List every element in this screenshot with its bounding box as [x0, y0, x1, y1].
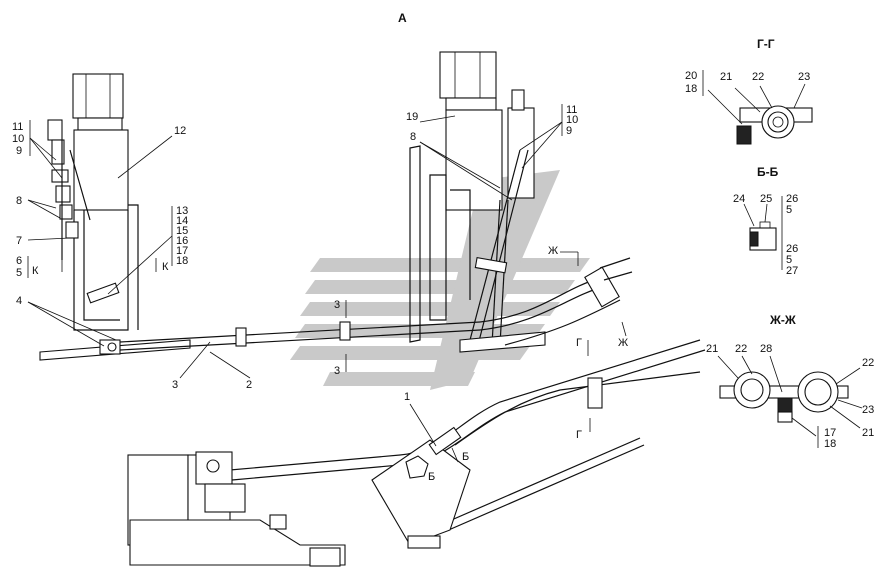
callout-1: 1 [404, 391, 410, 403]
view-title: А [398, 11, 407, 25]
callout-11-center: 11 [566, 104, 577, 116]
section-mark-k-right: К [162, 261, 169, 273]
section-zz-title: Ж-Ж [769, 313, 796, 327]
callout-6: 6 [16, 255, 22, 267]
zz-label-18: 18 [824, 438, 836, 450]
zz-label-22a: 22 [735, 343, 747, 355]
bb-label-27: 27 [786, 265, 798, 277]
bb-label-26b: 26 [786, 243, 798, 255]
bb-label-24: 24 [733, 193, 745, 205]
section-mark-k-left: К [32, 265, 39, 277]
callout-9-left: 9 [16, 145, 22, 157]
callout-8-left: 8 [16, 195, 22, 207]
section-mark-3-bottom: 3 [334, 365, 340, 377]
gg-label-21: 21 [720, 71, 732, 83]
section-mark-b-left: Б [428, 471, 435, 483]
zz-label-21a: 21 [706, 343, 718, 355]
section-mark-3-top: 3 [334, 299, 340, 311]
callout-2: 2 [246, 379, 252, 391]
section-zh-zh: Ж-Ж 21 22 28 22 23 21 17 18 [706, 313, 874, 450]
bottom-assemblies [127, 426, 471, 567]
center-assembly [409, 51, 546, 353]
callout-13: 13 [176, 205, 188, 217]
gg-label-23: 23 [798, 71, 810, 83]
callout-8-center: 8 [410, 131, 416, 143]
section-g-g: Г-Г 20 18 21 22 23 [685, 37, 813, 145]
section-b-b: Б-Б 24 25 26 5 26 5 27 [733, 165, 798, 277]
callout-18: 18 [176, 255, 188, 267]
watermark-logo [290, 170, 590, 390]
bb-label-25: 25 [760, 193, 772, 205]
section-markers: 3 3 Ж Ж Г Г Б Б [334, 245, 628, 483]
center-callouts: 19 8 11 10 9 1 [404, 104, 578, 447]
callout-17: 17 [176, 245, 188, 257]
section-mark-g-top: Г [576, 337, 582, 349]
left-callouts: 11 10 9 8 7 6 5 К 4 3 2 12 [12, 120, 252, 391]
callout-7: 7 [16, 235, 22, 247]
zz-label-22b: 22 [862, 357, 874, 369]
callout-12: 12 [174, 125, 186, 137]
callout-16: 16 [176, 235, 188, 247]
section-gg-title: Г-Г [757, 37, 775, 51]
left-assembly [39, 73, 191, 361]
bb-label-26a: 26 [786, 193, 798, 205]
stack-callouts: 13 14 15 16 17 18 К [107, 205, 188, 295]
callout-10-left: 10 [12, 133, 24, 145]
bb-label-5b: 5 [786, 254, 792, 266]
gg-label-18: 18 [685, 83, 697, 95]
bb-label-5a: 5 [786, 204, 792, 216]
callout-14: 14 [176, 215, 188, 227]
gg-label-22: 22 [752, 71, 764, 83]
callout-11-left: 11 [12, 121, 23, 133]
callout-10-center: 10 [566, 114, 578, 126]
callout-15: 15 [176, 225, 188, 237]
callout-5: 5 [16, 267, 22, 279]
section-mark-zh-top: Ж [548, 245, 558, 257]
section-mark-g-bottom: Г [576, 429, 582, 441]
callout-3: 3 [172, 379, 178, 391]
callout-9-center: 9 [566, 125, 572, 137]
zz-label-23: 23 [862, 404, 874, 416]
zz-label-17: 17 [824, 427, 836, 439]
zz-label-21b: 21 [862, 427, 874, 439]
callout-4: 4 [16, 295, 22, 307]
zz-label-28: 28 [760, 343, 772, 355]
section-bb-title: Б-Б [757, 165, 779, 179]
callout-19: 19 [406, 111, 418, 123]
section-mark-b-right: Б [462, 451, 469, 463]
section-mark-zh-bottom: Ж [618, 337, 628, 349]
gg-label-20: 20 [685, 70, 697, 82]
